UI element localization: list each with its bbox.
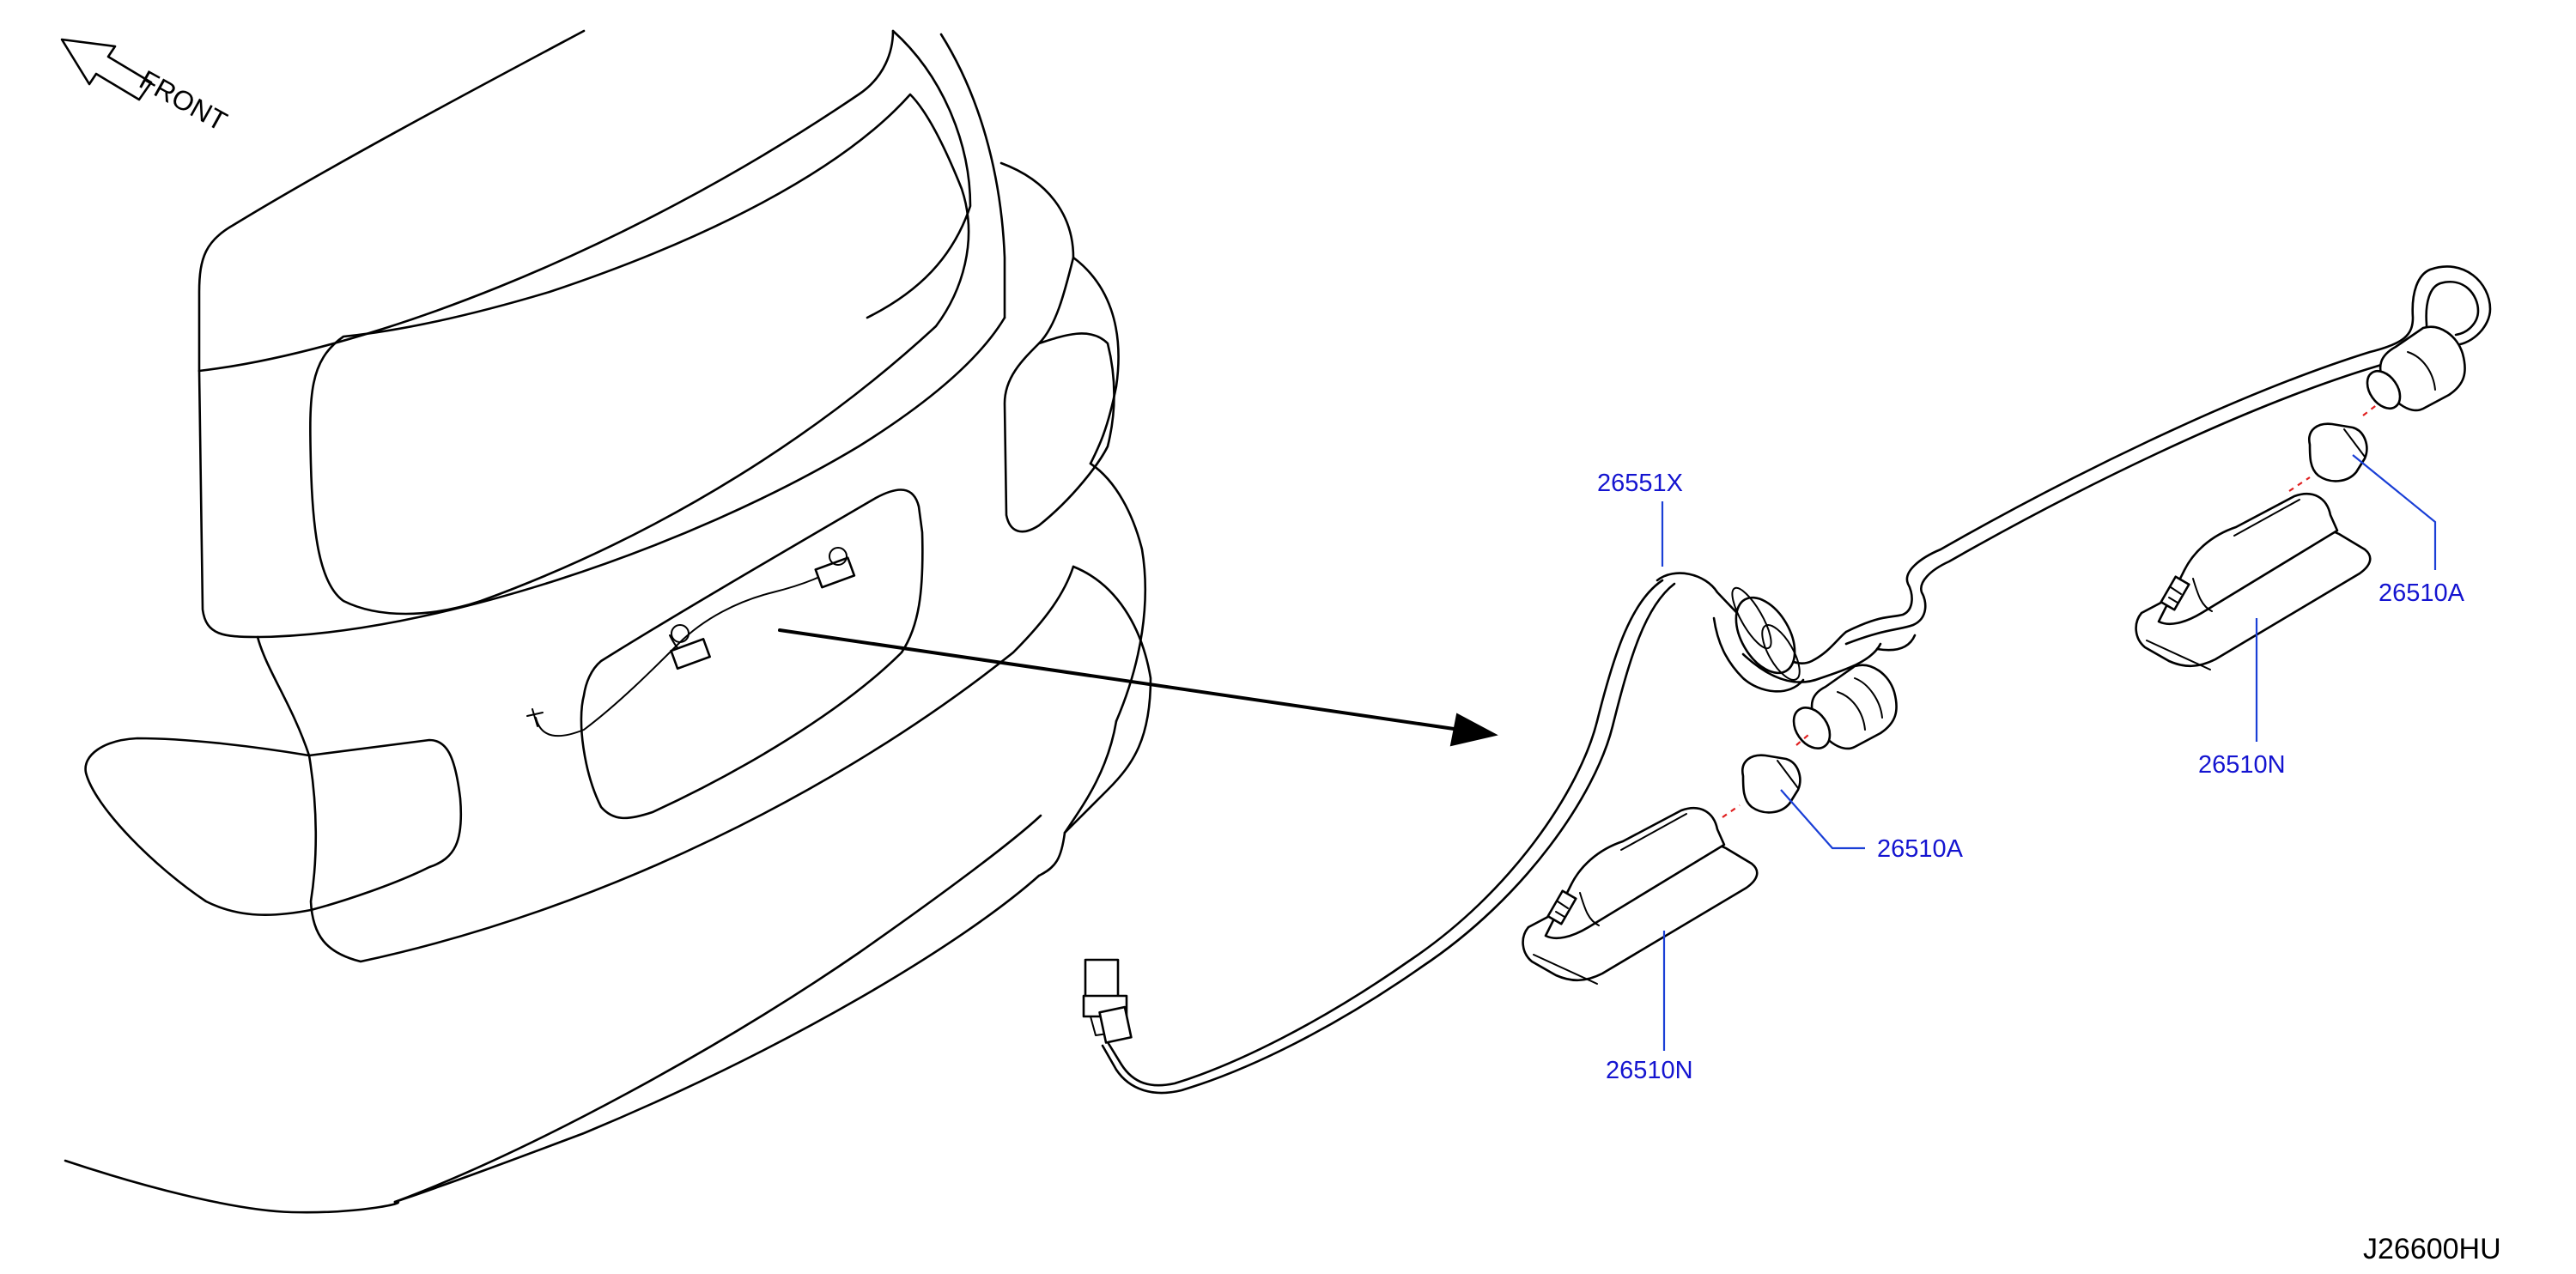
callout-26510A-right: 26510A xyxy=(2352,454,2465,607)
diagram-code: J26600HU xyxy=(2363,1233,2501,1265)
part-number-label: 26510A xyxy=(1877,835,1964,863)
part-number-label: 26510A xyxy=(2379,579,2465,607)
front-label: FRONT xyxy=(135,64,233,137)
detail-pointer-arrow xyxy=(778,628,1498,747)
front-arrow-icon xyxy=(60,38,153,101)
callout-26551X: 26551X xyxy=(1597,470,1683,567)
callout-26510A-left: 26510A xyxy=(1780,789,1964,863)
lamp-housing-right xyxy=(2135,492,2372,670)
mini-harness-on-vehicle xyxy=(526,547,856,737)
part-number-label: 26510N xyxy=(1606,1057,1693,1084)
part-number-label: 26551X xyxy=(1597,470,1683,497)
bulb-right xyxy=(2308,422,2368,482)
bulb-left xyxy=(1741,754,1801,814)
vehicle-rear-outline xyxy=(64,29,1152,1214)
part-number-label: 26510N xyxy=(2198,751,2286,779)
license-lamp-harness xyxy=(1082,265,2492,1095)
callout-26510N-left: 26510N xyxy=(1606,931,1693,1084)
lamp-housing-left xyxy=(1522,806,1759,985)
callout-26510N-right: 26510N xyxy=(2198,618,2286,779)
